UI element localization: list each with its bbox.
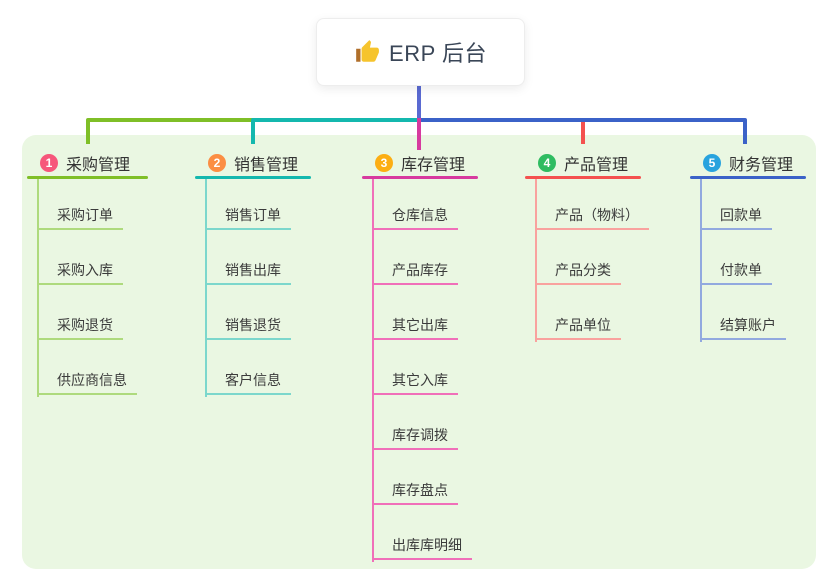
branch-title-underline (362, 176, 478, 179)
branch-child-connector (205, 179, 207, 397)
branch-title-underline (690, 176, 806, 179)
node-item[interactable]: 采购退货 (37, 312, 123, 340)
branch-product-title[interactable]: 4 产品管理 (525, 150, 641, 179)
branches-background-panel (22, 135, 816, 569)
branch-number-badge: 4 (538, 154, 556, 172)
node-item[interactable]: 销售订单 (205, 202, 291, 230)
node-item[interactable]: 产品（物料） (535, 202, 649, 230)
node-item[interactable]: 出库库明细 (372, 532, 472, 560)
branch-purchase: 1 采购管理 采购订单 采购入库 采购退货 供应商信息 (27, 150, 148, 397)
node-item[interactable]: 库存调拨 (372, 422, 458, 450)
node-item[interactable]: 销售出库 (205, 257, 291, 285)
node-item[interactable]: 仓库信息 (372, 202, 458, 230)
node-item[interactable]: 产品单位 (535, 312, 621, 340)
node-item[interactable]: 产品分类 (535, 257, 621, 285)
branch-purchase-title[interactable]: 1 采购管理 (27, 150, 148, 179)
node-item[interactable]: 库存盘点 (372, 477, 458, 505)
node-item[interactable]: 回款单 (700, 202, 772, 230)
root-node[interactable]: ERP 后台 (316, 18, 525, 86)
branch-number-badge: 1 (40, 154, 58, 172)
branch-finance-title[interactable]: 5 财务管理 (690, 150, 806, 179)
branch-title-label: 库存管理 (401, 157, 466, 174)
branch-title-underline (27, 176, 148, 179)
branch-finance: 5 财务管理 回款单 付款单 结算账户 (690, 150, 806, 342)
node-item[interactable]: 采购订单 (37, 202, 123, 230)
node-item[interactable]: 采购入库 (37, 257, 123, 285)
branch-title-label: 财务管理 (729, 157, 794, 174)
branch-title-label: 产品管理 (564, 157, 629, 174)
branch-number-badge: 5 (703, 154, 721, 172)
branch-title-label: 采购管理 (66, 157, 131, 174)
node-item[interactable]: 客户信息 (205, 367, 291, 395)
branch-child-connector (372, 179, 374, 562)
branch-child-connector (700, 179, 702, 342)
node-item[interactable]: 产品库存 (372, 257, 458, 285)
node-item[interactable]: 其它出库 (372, 312, 458, 340)
branch-sales: 2 销售管理 销售订单 销售出库 销售退货 客户信息 (195, 150, 311, 397)
branch-child-connector (535, 179, 537, 342)
branch-child-connector (37, 179, 39, 397)
branch-product: 4 产品管理 产品（物料） 产品分类 产品单位 (525, 150, 649, 342)
node-item[interactable]: 供应商信息 (37, 367, 137, 395)
branch-title-underline (525, 176, 641, 179)
branch-number-badge: 3 (375, 154, 393, 172)
branch-inventory-title[interactable]: 3 库存管理 (362, 150, 478, 179)
branch-sales-title[interactable]: 2 销售管理 (195, 150, 311, 179)
branch-number-badge: 2 (208, 154, 226, 172)
branch-inventory: 3 库存管理 仓库信息 产品库存 其它出库 其它入库 库存调拨 库存盘点 出库库… (362, 150, 478, 562)
branch-title-label: 销售管理 (234, 157, 299, 174)
node-item[interactable]: 结算账户 (700, 312, 786, 340)
node-item[interactable]: 付款单 (700, 257, 772, 285)
root-node-label: ERP 后台 (389, 41, 487, 66)
branch-title-underline (195, 176, 311, 179)
node-item[interactable]: 其它入库 (372, 367, 458, 395)
thumbs-up-icon (356, 40, 379, 62)
node-item[interactable]: 销售退货 (205, 312, 291, 340)
